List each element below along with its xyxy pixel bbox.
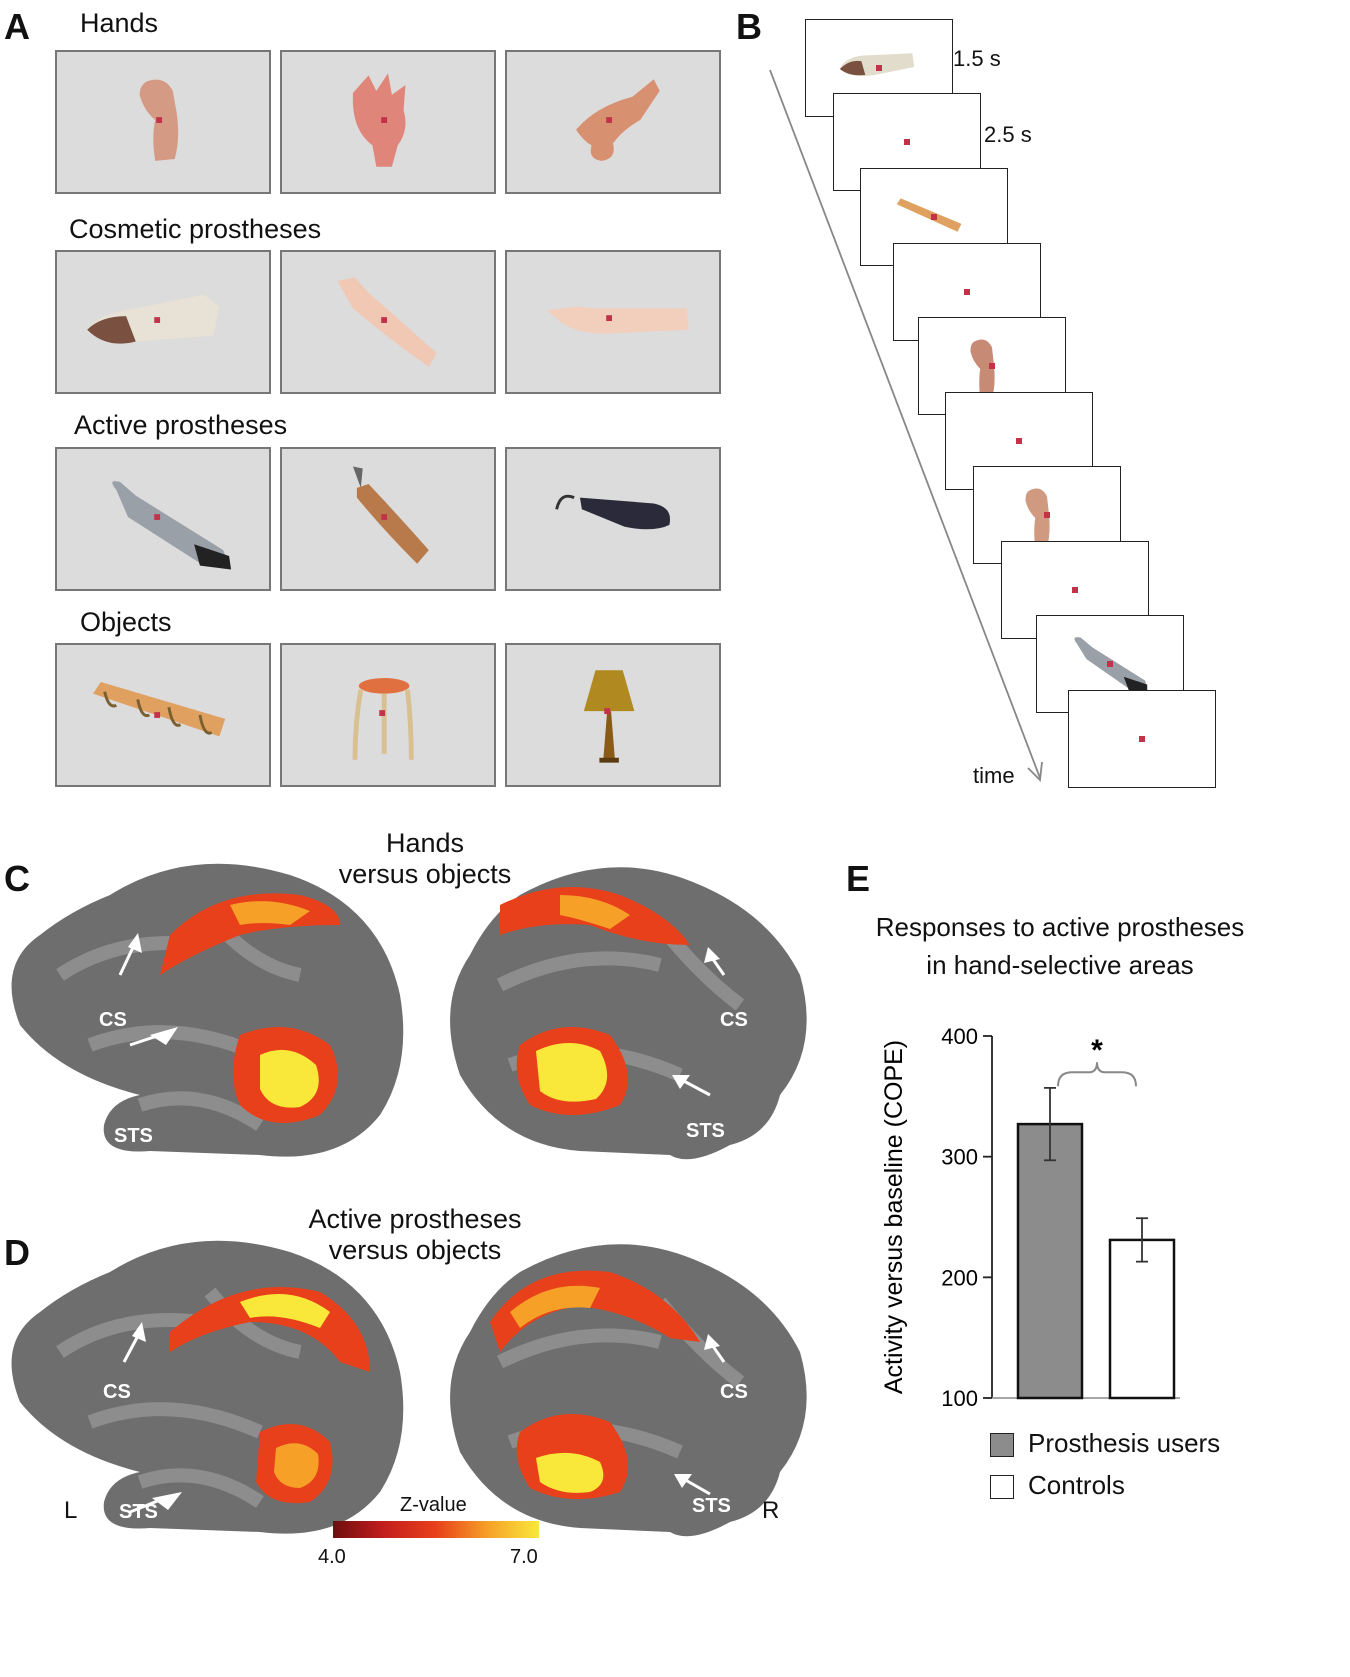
panel-label-a: A (4, 6, 30, 47)
brain-c-right (450, 867, 807, 1160)
hemisphere-right-label: R (762, 1497, 780, 1524)
legend-swatch-controls (990, 1475, 1014, 1499)
sts-label-d-left: STS (119, 1501, 158, 1523)
stimulus-cosmetic-1 (55, 250, 271, 394)
stimulus-hand-1 (55, 50, 271, 194)
cs-label-c-left: CS (99, 1009, 127, 1031)
colorbar-min: 4.0 (318, 1546, 346, 1568)
panel-label-c: C (4, 858, 30, 899)
duration-fixation: 2.5 s (984, 122, 1032, 147)
panel-c-title-line1: Hands (385, 828, 465, 858)
stimulus-hand-3 (505, 50, 721, 194)
y-tick-label: 400 (941, 1024, 978, 1049)
legend-label-controls: Controls (1028, 1470, 1125, 1500)
time-label: time (973, 763, 1015, 788)
stimulus-hand-2 (280, 50, 496, 194)
brain-c-left (11, 863, 404, 1157)
chart-title-line2: in hand-selective areas (926, 950, 1194, 980)
cosmetic-prosthesis-image (337, 277, 437, 367)
hand-image (352, 73, 406, 167)
stimulus-cosmetic-3 (505, 250, 721, 394)
panel-d-title-line2: versus objects (328, 1235, 502, 1265)
stimulus-object-3 (505, 643, 721, 787)
stimulus-active-3 (505, 447, 721, 591)
stimulus-object-2 (280, 643, 496, 787)
stimulus-active-2 (280, 447, 496, 591)
bar-prosthesis-users (1016, 1122, 1084, 1400)
hand-image (576, 79, 660, 161)
legend-label-users: Prosthesis users (1028, 1428, 1221, 1458)
category-label-objects: Objects (80, 607, 172, 637)
panel-label-b: B (736, 6, 762, 47)
panel-label-d: D (4, 1232, 30, 1273)
sts-label-c-right: STS (686, 1120, 725, 1142)
cs-label-c-right: CS (720, 1009, 748, 1031)
panel-c-title: Hands versus objects (300, 828, 550, 890)
legend-swatch-users (990, 1433, 1014, 1457)
colorbar-label: Z-value (400, 1494, 467, 1516)
bar-controls (1108, 1238, 1176, 1400)
y-tick-label: 200 (941, 1265, 978, 1290)
cosmetic-prosthesis-image (87, 294, 220, 344)
category-label-active: Active prostheses (74, 410, 288, 440)
active-prosthesis-image (555, 494, 671, 530)
y-tick-label: 300 (941, 1145, 978, 1170)
panel-label-e: E (846, 858, 871, 899)
bar-chart: 100 200 300 400 * Activity versus baseline (C… (880, 1024, 1180, 1411)
chart-title-line1: Responses to active prostheses (875, 912, 1245, 942)
sts-label-c-left: STS (114, 1125, 153, 1147)
stimulus-object-1 (55, 643, 271, 787)
panel-c-title-line2: versus objects (338, 859, 512, 889)
category-label-cosmetic: Cosmetic prostheses (69, 214, 322, 244)
active-prosthesis-image (112, 481, 232, 570)
sts-label-d-right: STS (692, 1495, 731, 1517)
category-label-hands: Hands (80, 8, 159, 38)
active-prosthesis-image (353, 466, 429, 564)
y-tick-label: 100 (941, 1386, 978, 1411)
lamp-image (583, 670, 635, 763)
panel-d-title-line1: Active prostheses (308, 1204, 522, 1234)
cs-label-d-right: CS (720, 1381, 748, 1403)
brain-d-right (450, 1244, 807, 1537)
hemisphere-left-label: L (64, 1497, 78, 1524)
hand-image (139, 79, 179, 161)
panel-d-title: Active prostheses versus objects (290, 1204, 540, 1266)
chart-title: Responses to active prostheses in hand-s… (850, 908, 1270, 984)
y-axis-label: Activity versus baseline (COPE) (880, 1040, 908, 1394)
significance-star: * (1091, 1034, 1103, 1067)
brain-d-left (11, 1240, 404, 1534)
coat-rack-image (93, 681, 226, 737)
colorbar (333, 1521, 539, 1538)
stimulus-cosmetic-2 (280, 250, 496, 394)
time-arrow (769, 69, 1043, 782)
duration-stimulus: 1.5 s (953, 46, 1001, 71)
cosmetic-prosthesis-image (546, 306, 689, 334)
stimulus-active-1 (55, 447, 271, 591)
colorbar-max: 7.0 (510, 1546, 538, 1568)
cs-label-d-left: CS (103, 1381, 131, 1403)
sequence-frame-10 (1068, 690, 1216, 788)
stool-image (352, 678, 414, 760)
